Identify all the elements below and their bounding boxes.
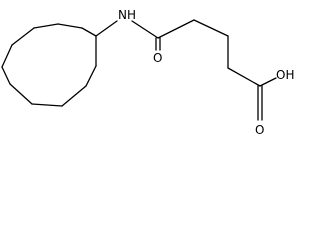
ring-bond — [85, 65, 97, 87]
cycloheptyl-ring — [1, 23, 97, 107]
chemical-structure: NH O OH O — [1, 8, 294, 137]
nh-label: NH — [118, 8, 136, 22]
c-oh-bond — [259, 77, 277, 87]
acid-oxygen-label: O — [255, 123, 264, 137]
ring-bond — [1, 44, 13, 68]
ring-bond — [57, 23, 83, 29]
ring-bond — [9, 83, 33, 105]
ring-bond — [33, 23, 59, 29]
ring-bond — [1, 66, 11, 85]
hydroxyl-label: OH — [276, 68, 294, 82]
carbonyl-oxygen-label: O — [153, 51, 162, 65]
ring-bond — [31, 103, 63, 107]
n-carbonyl-bond — [131, 20, 159, 39]
ring-n-bond — [95, 20, 118, 37]
chain-bond — [157, 19, 195, 39]
ring-bond — [81, 27, 97, 37]
ring-bond — [11, 27, 35, 46]
chain-bond — [227, 67, 261, 87]
ring-bond — [61, 85, 87, 107]
chain-bond — [193, 19, 229, 37]
